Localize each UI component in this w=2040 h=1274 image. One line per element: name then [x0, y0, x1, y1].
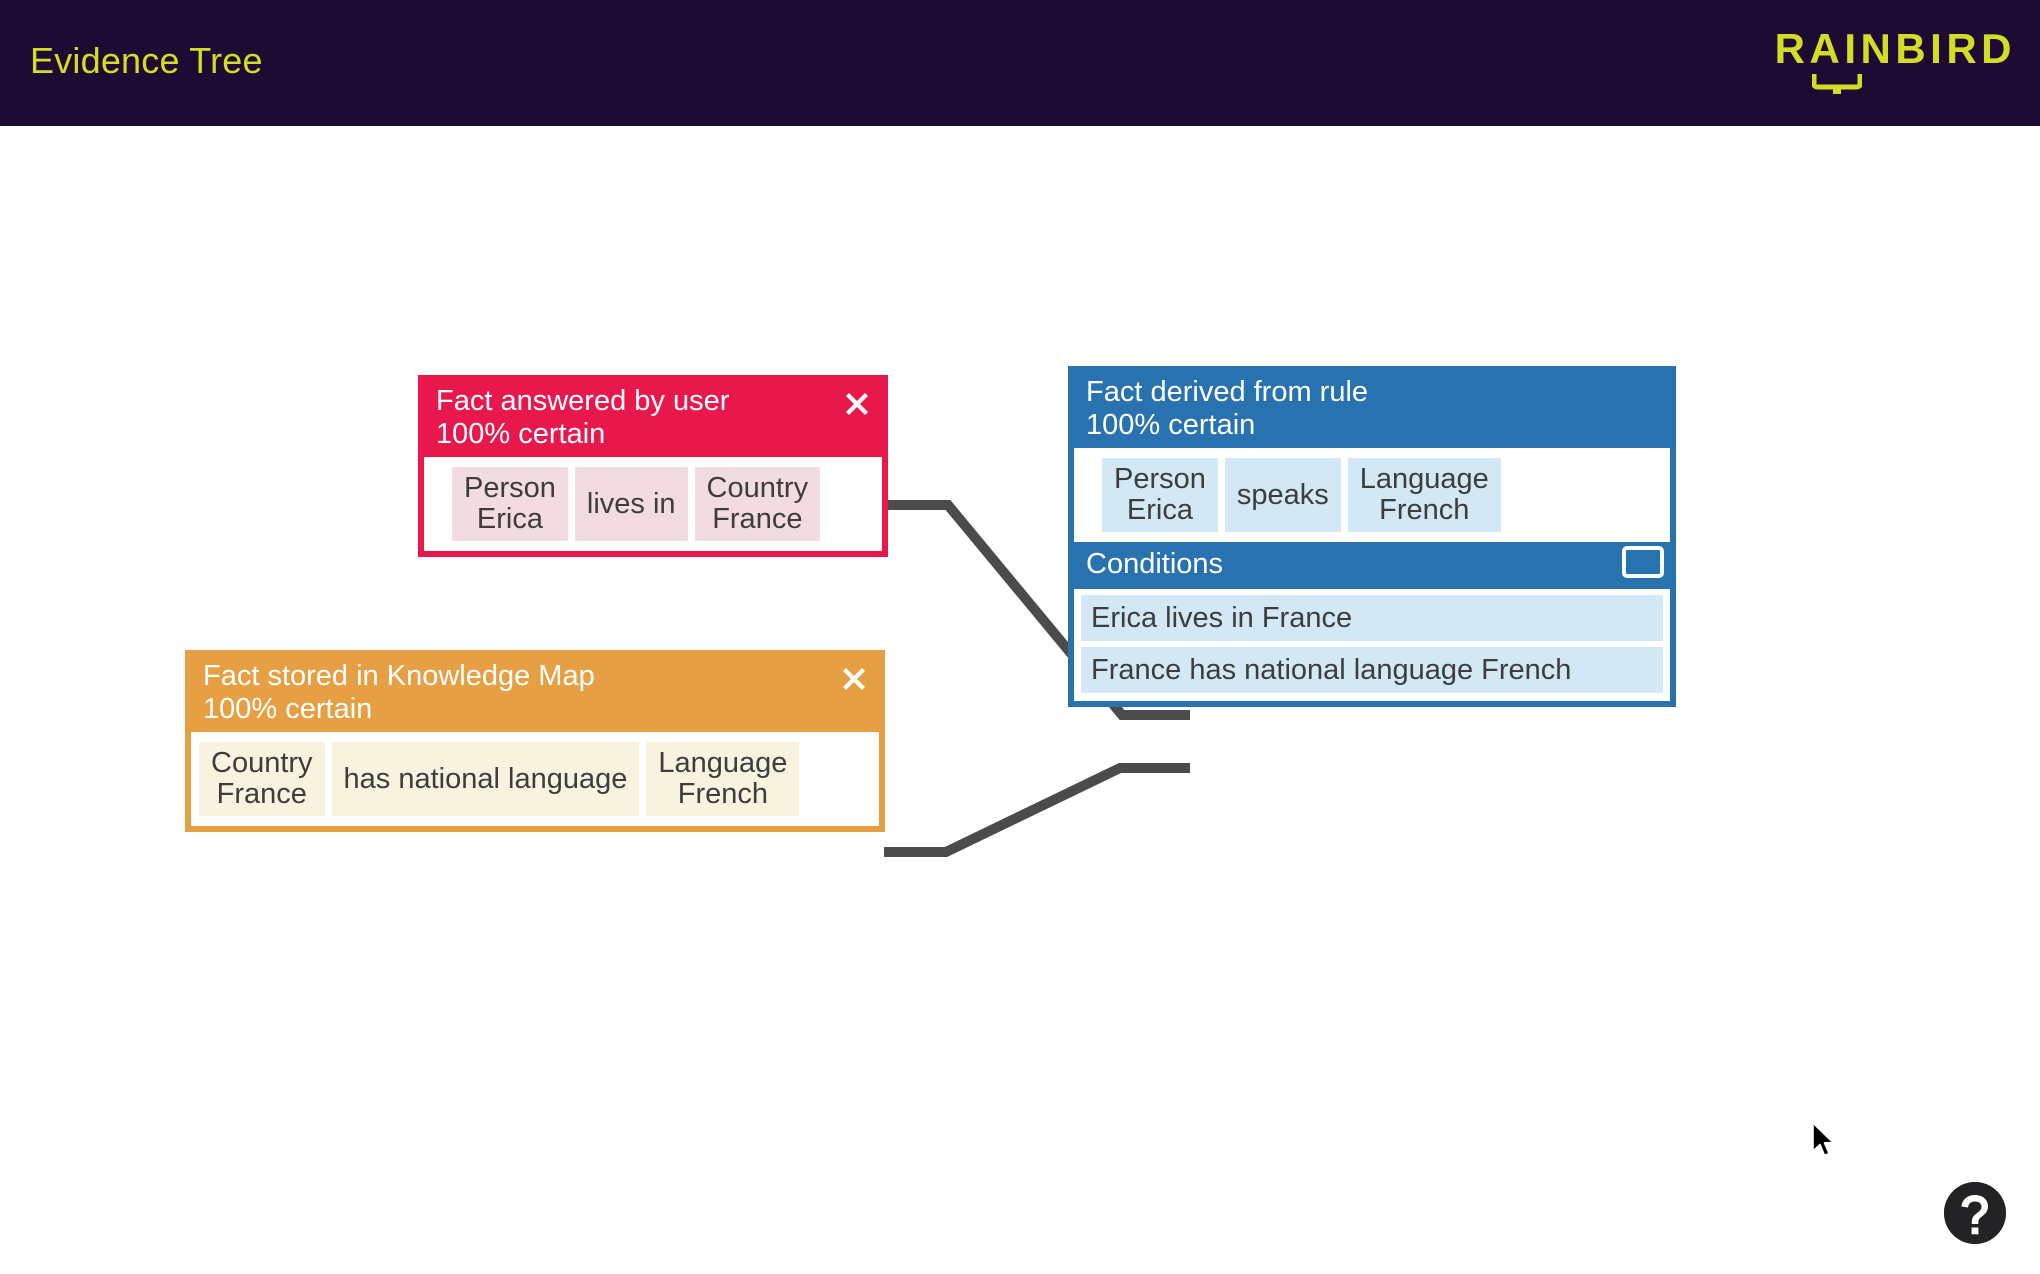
node-fact-derived-from-rule[interactable]: Fact derived from rule 100% certain Pers…	[1068, 366, 1676, 707]
rainbird-underline-mark	[1812, 74, 1862, 94]
chip-value: Erica	[1126, 494, 1193, 526]
chip-value: France	[712, 503, 803, 535]
close-icon[interactable]	[840, 387, 874, 421]
chip-value: France	[216, 778, 307, 810]
chip-subject[interactable]: Country France	[199, 742, 325, 816]
chip-value: speaks	[1236, 478, 1329, 511]
chip-subject[interactable]: Person Erica	[1102, 458, 1218, 532]
chip-subject[interactable]: Person Erica	[452, 467, 568, 541]
node-header: Fact stored in Knowledge Map 100% certai…	[191, 656, 879, 732]
node-fact-stored-in-knowledge-map[interactable]: Fact stored in Knowledge Map 100% certai…	[185, 650, 885, 832]
page-title: Evidence Tree	[30, 40, 263, 81]
node-title: Fact derived from rule	[1086, 376, 1369, 408]
conditions-list: Erica lives in France France has nationa…	[1074, 589, 1670, 701]
node-title: Fact stored in Knowledge Map	[203, 660, 595, 692]
close-icon[interactable]	[837, 662, 871, 696]
condition-row[interactable]: Erica lives in France	[1081, 595, 1663, 641]
chip-object[interactable]: Country France	[694, 467, 821, 541]
chip-object[interactable]: Language French	[646, 742, 800, 816]
graph-canvas[interactable]: Fact answered by user 100% certain Perso…	[0, 126, 2040, 1274]
node-triple: Person Erica speaks Language French	[1074, 448, 1670, 542]
node-certainty: 100% certain	[1086, 409, 1256, 441]
condition-row[interactable]: France has national language French	[1081, 647, 1663, 693]
chip-kind: Language	[658, 747, 788, 779]
chip-value: Erica	[476, 503, 543, 535]
chip-kind: Country	[211, 747, 313, 779]
conditions-label: Conditions	[1086, 548, 1224, 580]
mouse-cursor	[1812, 1122, 1834, 1157]
node-certainty: 100% certain	[436, 418, 606, 450]
chip-value: French	[1379, 494, 1470, 526]
rainbird-logo: RAINBIRD	[1756, 24, 2016, 102]
chip-object[interactable]: Language French	[1347, 458, 1501, 532]
edge-km-fact-to-condition-2	[884, 763, 1190, 857]
node-certainty: 100% certain	[203, 693, 373, 725]
node-triple: Country France has national language Lan…	[191, 732, 879, 826]
chip-relationship[interactable]: lives in	[574, 467, 688, 541]
chip-kind: Country	[706, 472, 809, 504]
conditions-header: Conditions	[1074, 542, 1670, 589]
chip-kind: Person	[1114, 463, 1206, 495]
node-title: Fact answered by user	[436, 385, 730, 417]
top-bar: Evidence Tree RAINBIRD	[0, 0, 2040, 126]
node-header: Fact derived from rule 100% certain	[1074, 372, 1670, 448]
node-fact-answered-by-user[interactable]: Fact answered by user 100% certain Perso…	[418, 375, 888, 557]
collapse-toggle-icon[interactable]	[1622, 546, 1664, 578]
chip-relationship[interactable]: speaks	[1224, 458, 1341, 532]
chip-kind: Person	[464, 472, 556, 504]
node-header: Fact answered by user 100% certain	[424, 381, 882, 457]
rainbird-wordmark: RAINBIRD	[1774, 25, 2016, 72]
chip-kind: Language	[1359, 463, 1489, 495]
chip-value: lives in	[586, 487, 676, 520]
node-triple: Person Erica lives in Country France	[424, 457, 882, 551]
help-icon[interactable]	[1944, 1182, 2006, 1244]
chip-value: has national language	[343, 762, 628, 795]
chip-relationship[interactable]: has national language	[331, 742, 640, 816]
chip-value: French	[677, 778, 768, 810]
